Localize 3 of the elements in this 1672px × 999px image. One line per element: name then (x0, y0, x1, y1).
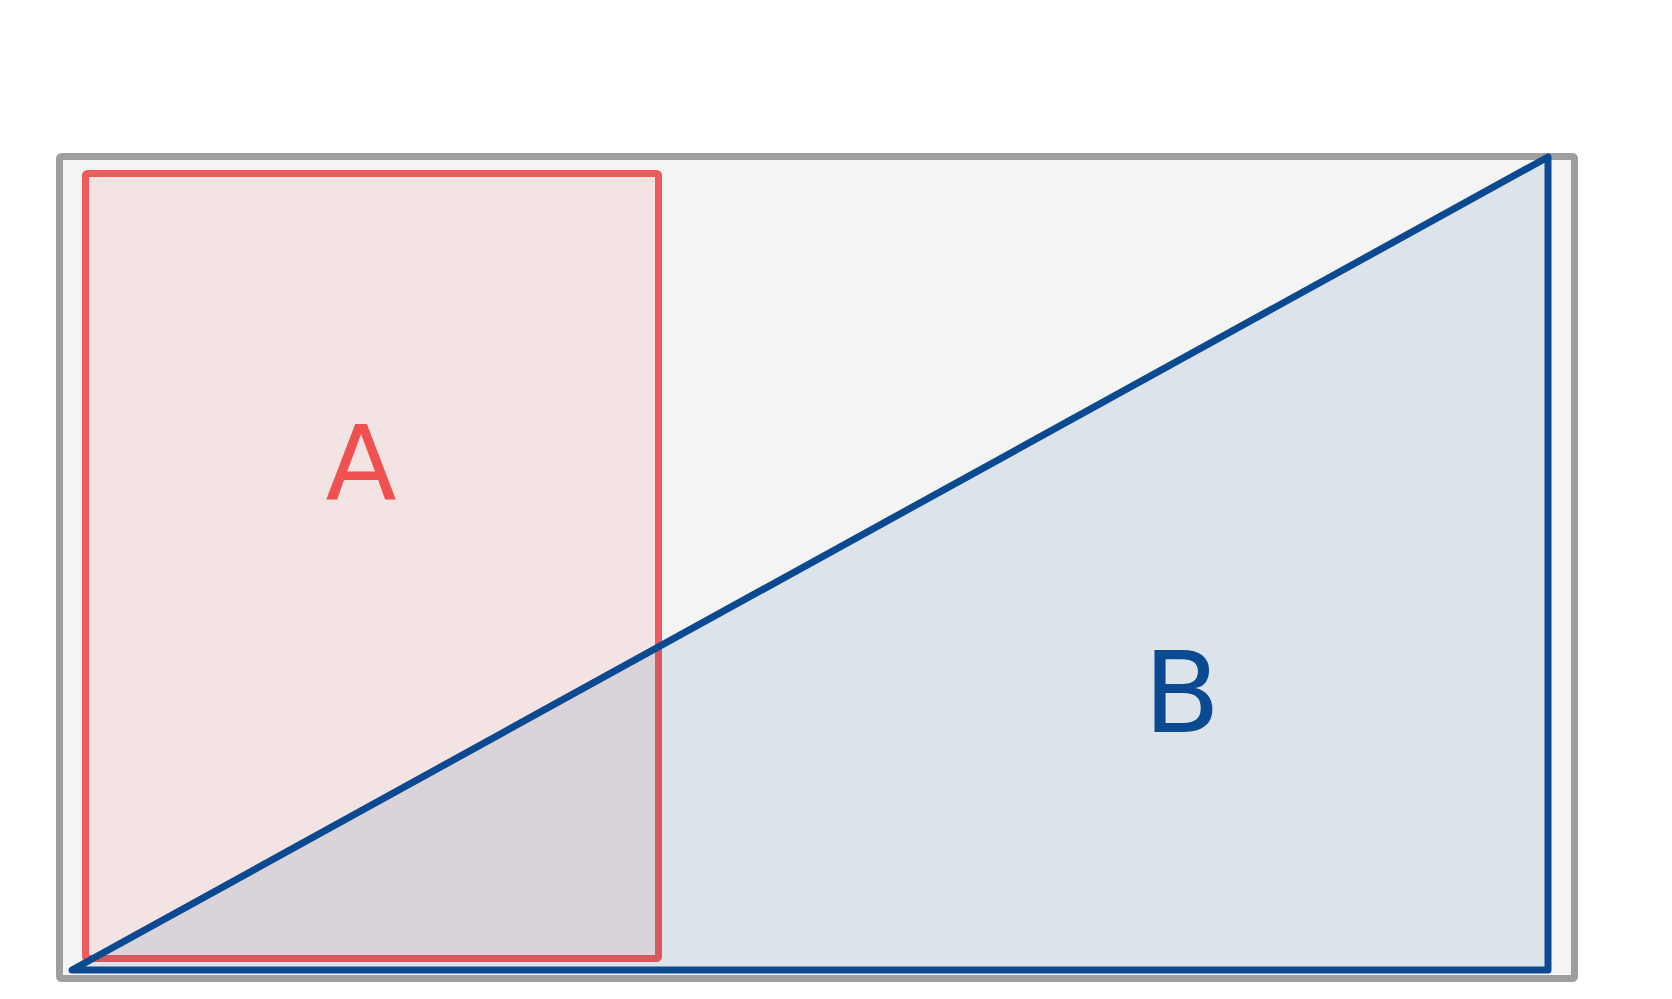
shape-label: A (325, 411, 397, 515)
shaded-rectangle (82, 170, 662, 962)
shape-label: B (1143, 637, 1221, 749)
